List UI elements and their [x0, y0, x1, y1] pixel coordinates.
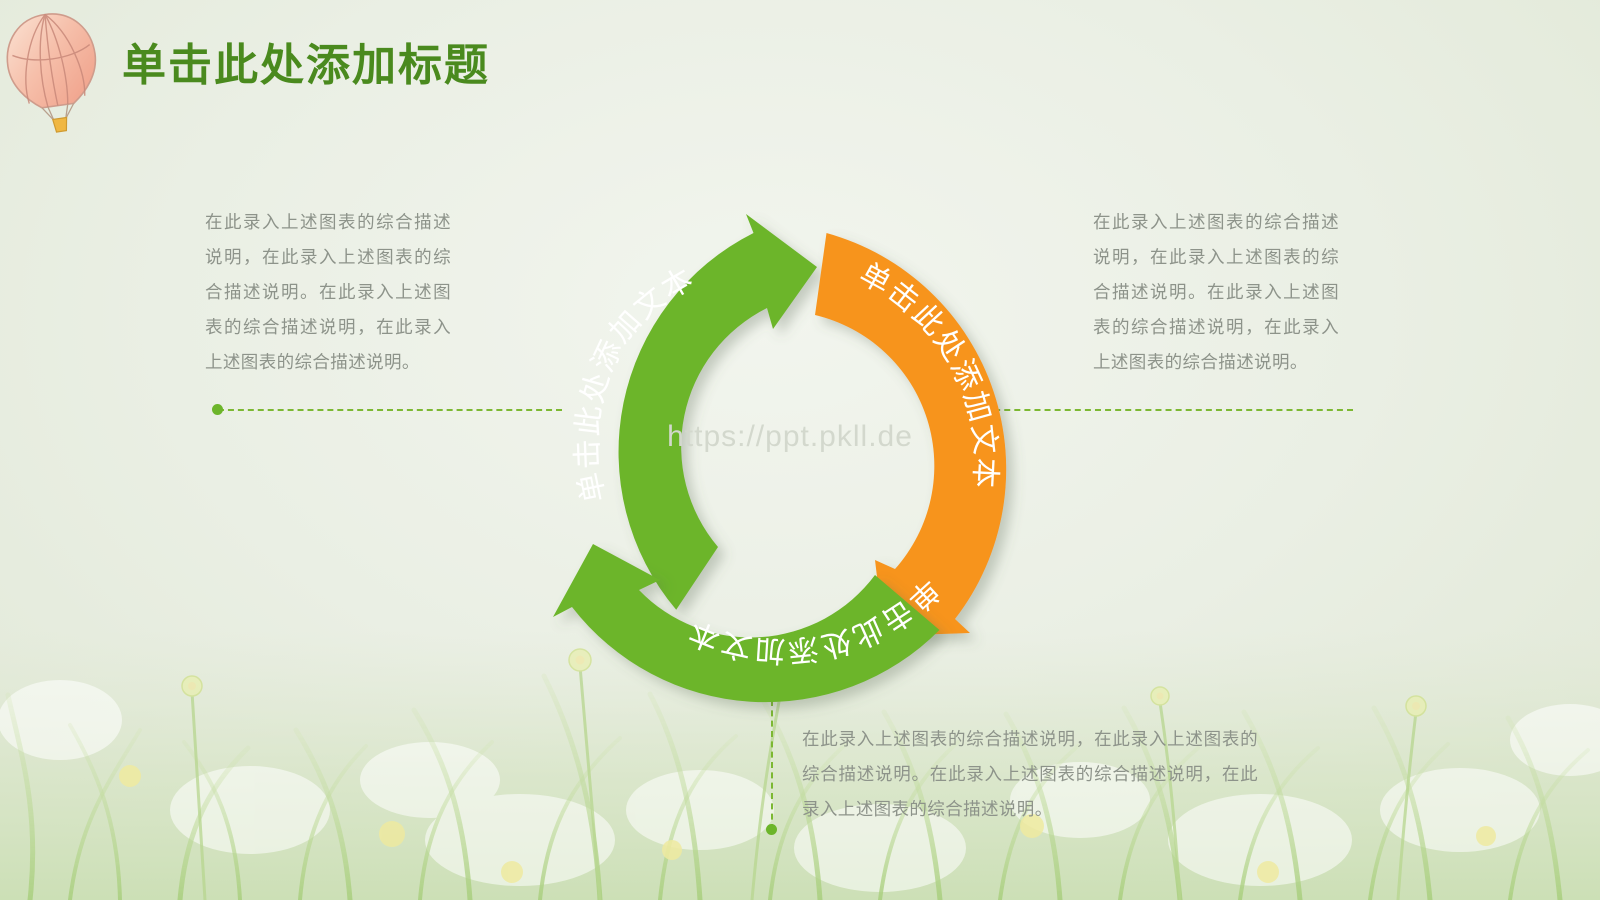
- connector-left-dot: [212, 404, 223, 415]
- cycle-segment-left: [618, 214, 817, 610]
- cycle-segment-right: [815, 233, 1007, 636]
- connector-left-line: [218, 409, 562, 411]
- connector-bottom-line: [771, 700, 773, 830]
- hot-air-balloon-icon: [2, 6, 110, 138]
- cycle-segment-bottom: [553, 544, 940, 703]
- description-right: 在此录入上述图表的综合描述说明，在此录入上述图表的综合描述说明。在此录入上述图表…: [1093, 212, 1339, 372]
- page-title: 单击此处添加标题: [122, 41, 490, 90]
- connector-bottom-dot: [766, 824, 777, 835]
- description-bottom: 在此录入上述图表的综合描述说明，在此录入上述图表的综合描述说明。在此录入上述图表…: [802, 729, 1258, 819]
- cycle-diagram: 单击此处添加文本 单击此处添加文本 单击此处添加文本: [530, 205, 1050, 725]
- description-left: 在此录入上述图表的综合描述说明，在此录入上述图表的综合描述说明。在此录入上述图表…: [205, 212, 451, 372]
- slide-header: 单击此处添加标题: [0, 0, 1600, 150]
- connector-right-line: [974, 409, 1353, 411]
